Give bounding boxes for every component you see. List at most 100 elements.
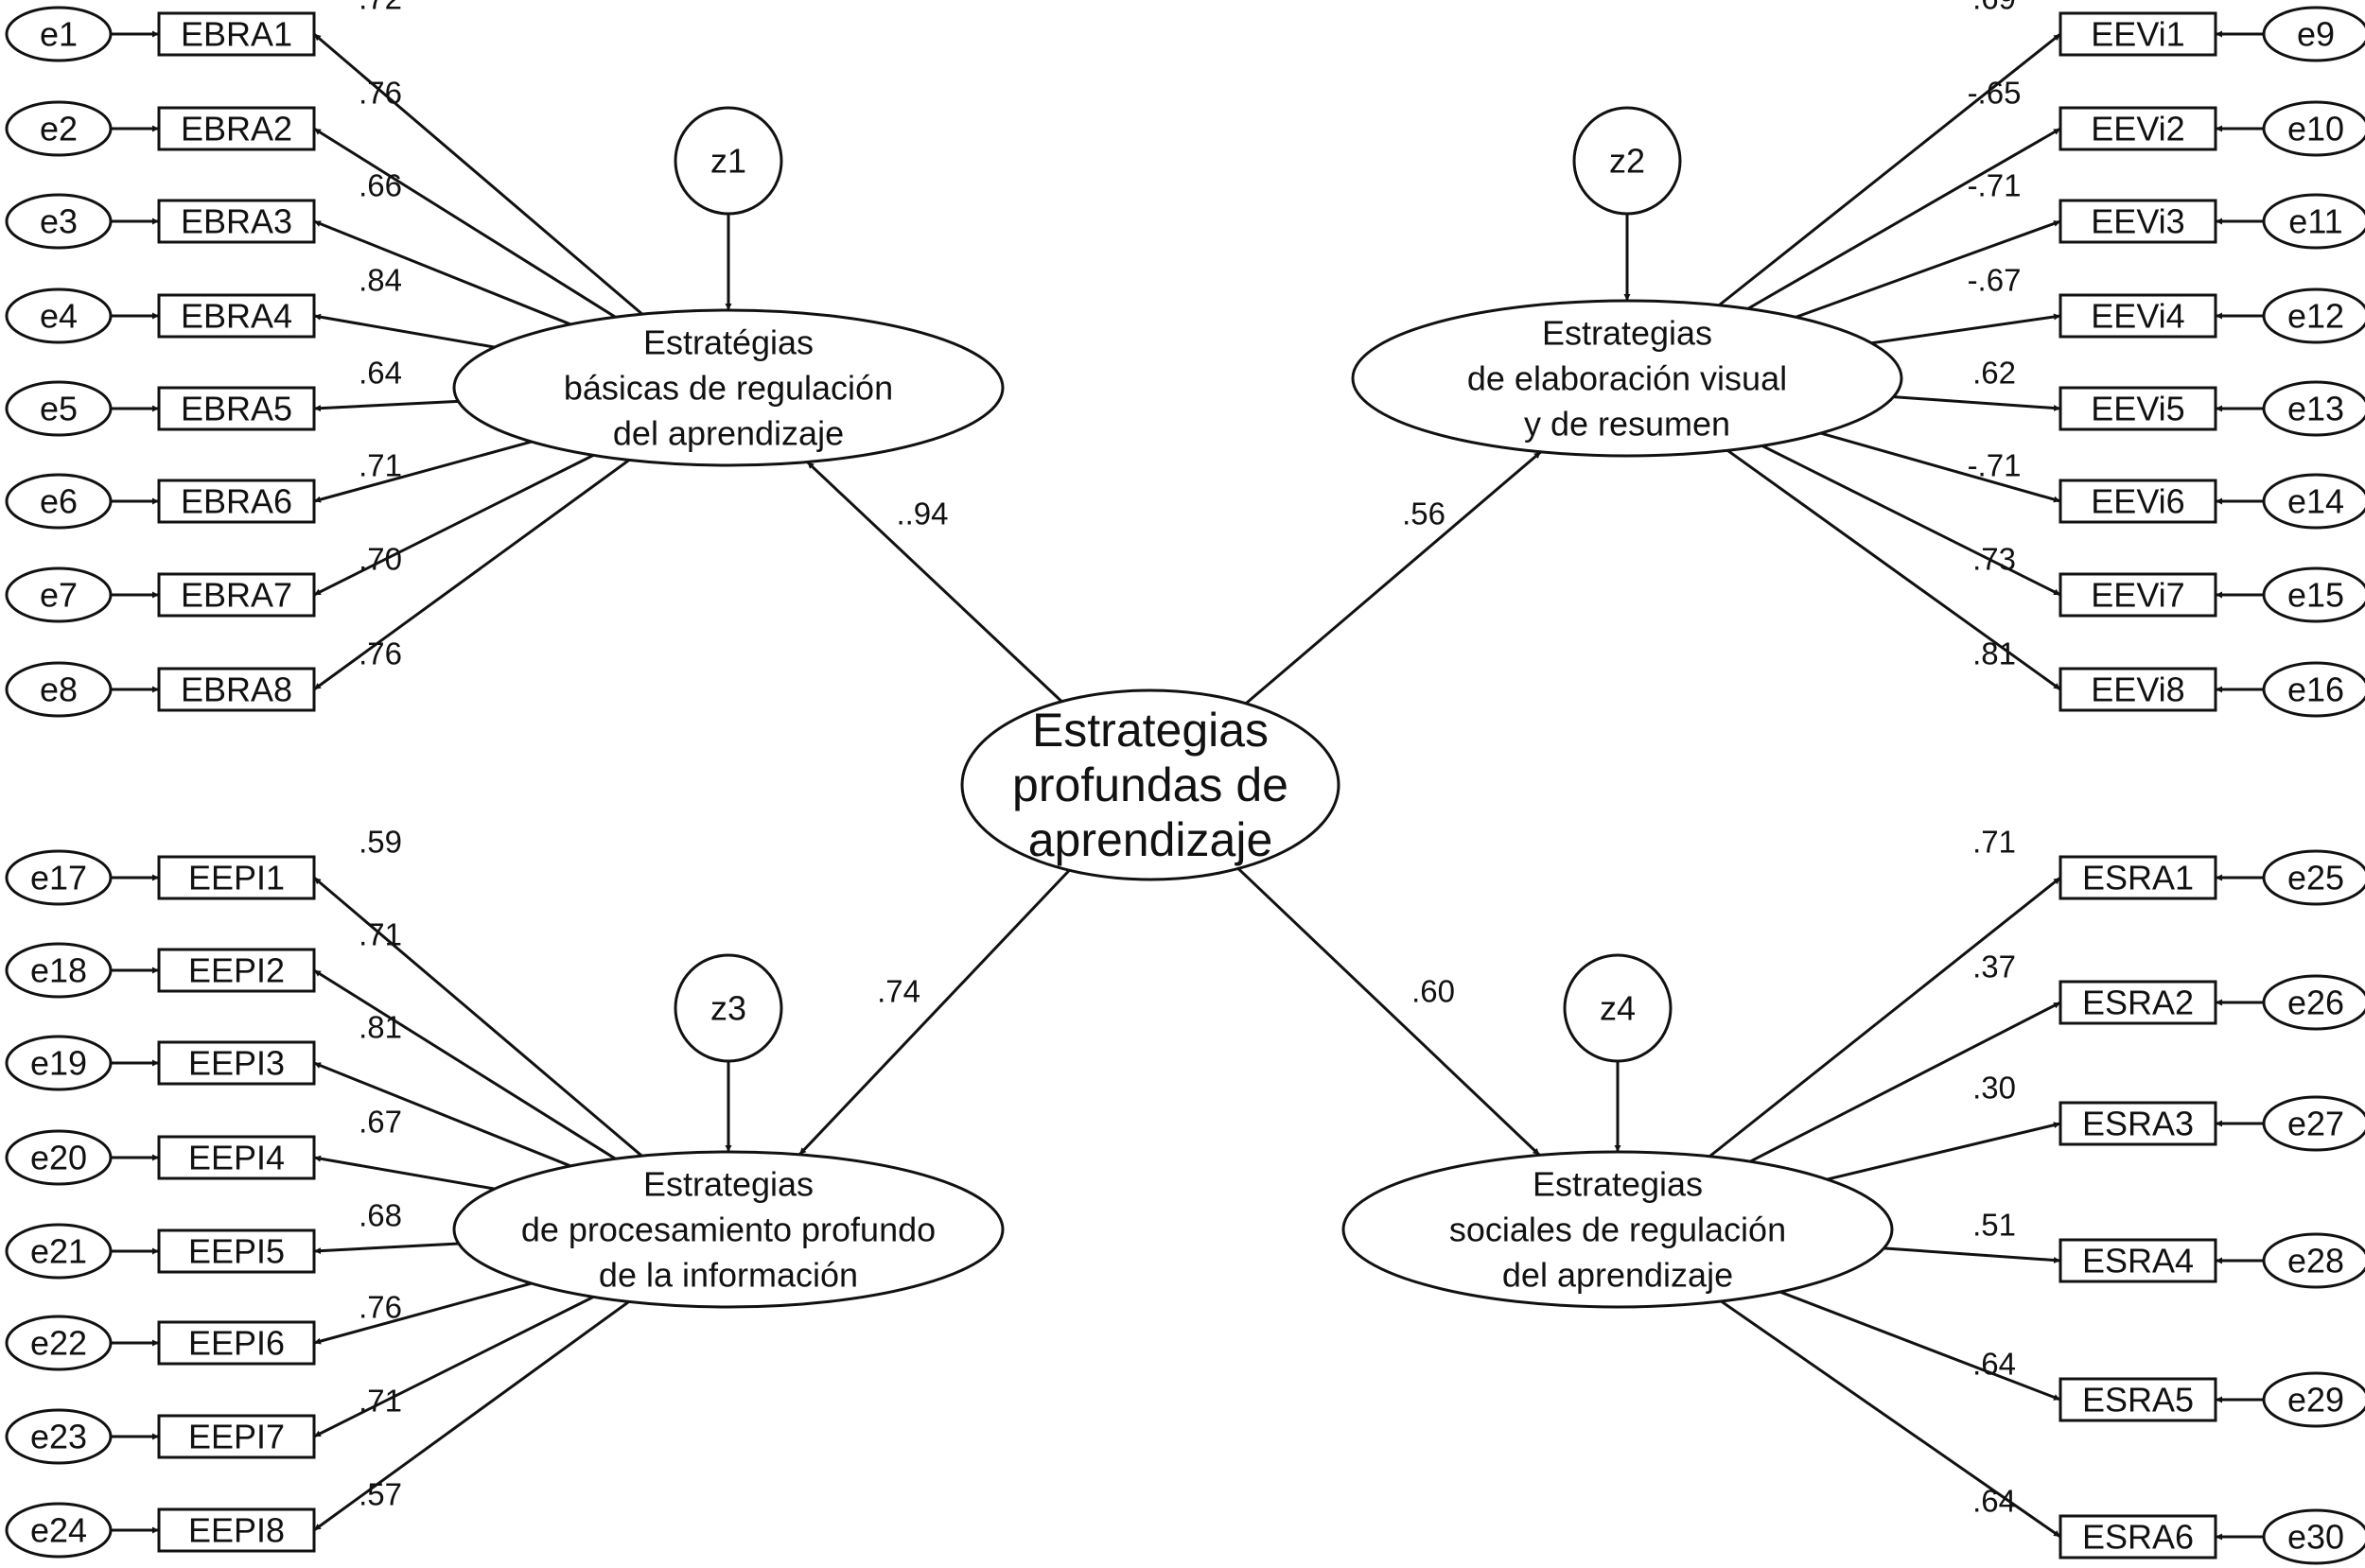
loading-arrow <box>313 399 459 412</box>
error-label: e27 <box>2287 1105 2344 1143</box>
central-line: profundas de <box>1012 758 1288 811</box>
error-ellipse <box>2262 473 2365 530</box>
error-label: e7 <box>40 576 78 615</box>
indicator-box <box>157 293 316 339</box>
error-ellipse <box>2262 1095 2365 1152</box>
error-label: e30 <box>2287 1518 2344 1557</box>
indicator-box <box>157 386 316 431</box>
loading-label: .81 <box>1972 636 2016 671</box>
error-label: e19 <box>30 1044 87 1083</box>
indicator-label: EBRA3 <box>181 202 292 241</box>
indicator-label: EEVi7 <box>2091 576 2184 615</box>
loading-arrow <box>1726 449 2061 691</box>
indicator-label: EEVi1 <box>2091 15 2184 54</box>
loading-label: -.65 <box>1968 76 2022 111</box>
error-label: e1 <box>40 15 78 54</box>
error-label: e10 <box>2287 110 2344 148</box>
indicator-label: EBRA6 <box>181 482 292 521</box>
factor-line: del aprendizaje <box>1502 1256 1733 1295</box>
indicator-label: ESRA1 <box>2082 859 2194 897</box>
indicator-box <box>157 11 316 57</box>
factor-line: de la información <box>599 1256 858 1295</box>
indicator-label: EEPI8 <box>188 1511 285 1550</box>
loading-label: .69 <box>1972 0 2016 16</box>
central-ellipse <box>960 688 1340 881</box>
error-label: e2 <box>40 110 78 148</box>
disturbance-circle <box>1572 106 1682 216</box>
loading-arrow <box>313 1281 533 1345</box>
error-label: e29 <box>2287 1381 2344 1420</box>
indicator-label: EEPI1 <box>188 859 285 897</box>
error-label: e20 <box>30 1139 87 1177</box>
error-ellipse <box>2262 566 2365 623</box>
factor-line: de elaboración visual <box>1467 359 1787 398</box>
loading-arrow <box>1708 876 2061 1158</box>
connections <box>111 30 2264 1541</box>
indicator-label: EEVi5 <box>2091 390 2184 428</box>
loading-label: .76 <box>359 76 402 111</box>
disturbance-label: z1 <box>710 142 746 181</box>
loading-label: .62 <box>1972 356 2016 391</box>
error-ellipse <box>5 380 113 437</box>
indicator-box <box>2058 572 2217 618</box>
loading-arrow <box>313 968 617 1160</box>
indicator-box <box>157 199 316 244</box>
error-ellipse <box>5 6 113 62</box>
loading-arrow <box>313 459 630 691</box>
disturbance-circle <box>674 106 783 216</box>
loading-label: .70 <box>359 542 402 577</box>
loading-label: -.71 <box>1968 448 2022 483</box>
indicator-box <box>157 1414 316 1459</box>
error-ellipse <box>5 100 113 157</box>
error-label: e5 <box>40 390 78 428</box>
indicator-label: EBRA7 <box>181 576 292 615</box>
error-ellipse <box>2262 1232 2365 1289</box>
indicator-box <box>157 1507 316 1553</box>
indicator-box <box>157 1320 316 1366</box>
indicator-label: EEPI2 <box>188 951 285 990</box>
error-ellipse <box>2262 6 2365 62</box>
indicator-box <box>2058 1101 2217 1146</box>
indicator-box <box>2058 980 2217 1025</box>
loading-arrow <box>1749 1001 2061 1163</box>
error-label: e24 <box>30 1511 87 1550</box>
loading-arrow <box>1871 313 2061 345</box>
indicator-label: ESRA2 <box>2082 984 2194 1022</box>
loading-label: .57 <box>359 1477 402 1512</box>
indicator-label: EEVi8 <box>2091 671 2184 709</box>
path-coefficient: ..94 <box>896 497 948 531</box>
indicator-label: EEVi4 <box>2091 297 2184 336</box>
loading-label: .59 <box>359 825 402 860</box>
central-line: aprendizaje <box>1028 813 1273 866</box>
factor-line: del aprendizaje <box>613 414 844 453</box>
loading-arrow <box>313 127 617 319</box>
path-coefficient: .74 <box>877 974 920 1009</box>
indicator-box <box>157 1040 316 1086</box>
error-ellipse <box>2262 380 2365 437</box>
factor-line: y de resumen <box>1524 405 1730 444</box>
error-ellipse <box>2262 287 2365 344</box>
indicator-label: EBRA5 <box>181 390 292 428</box>
indicator-label: EEPI5 <box>188 1232 285 1271</box>
error-label: e22 <box>30 1324 87 1363</box>
structural-path-arrow <box>806 461 1063 703</box>
loading-arrow <box>313 454 594 597</box>
error-label: e26 <box>2287 984 2344 1022</box>
indicator-box <box>2058 386 2217 431</box>
error-label: e11 <box>2288 202 2342 241</box>
error-ellipse <box>2262 661 2365 718</box>
indicator-box <box>157 667 316 712</box>
indicator-box <box>2058 1514 2217 1559</box>
indicator-box <box>157 948 316 993</box>
error-ellipse <box>5 1408 113 1465</box>
loading-arrow <box>1718 32 2061 306</box>
factor-ellipse <box>452 1150 1005 1309</box>
indicator-box <box>2058 667 2217 712</box>
structural-path-arrow <box>1236 867 1541 1157</box>
loading-label: .66 <box>359 168 402 203</box>
error-ellipse <box>2262 974 2365 1031</box>
indicator-box <box>157 106 316 151</box>
loading-label: -.71 <box>1968 168 2022 203</box>
disturbance-label: z3 <box>710 989 746 1028</box>
